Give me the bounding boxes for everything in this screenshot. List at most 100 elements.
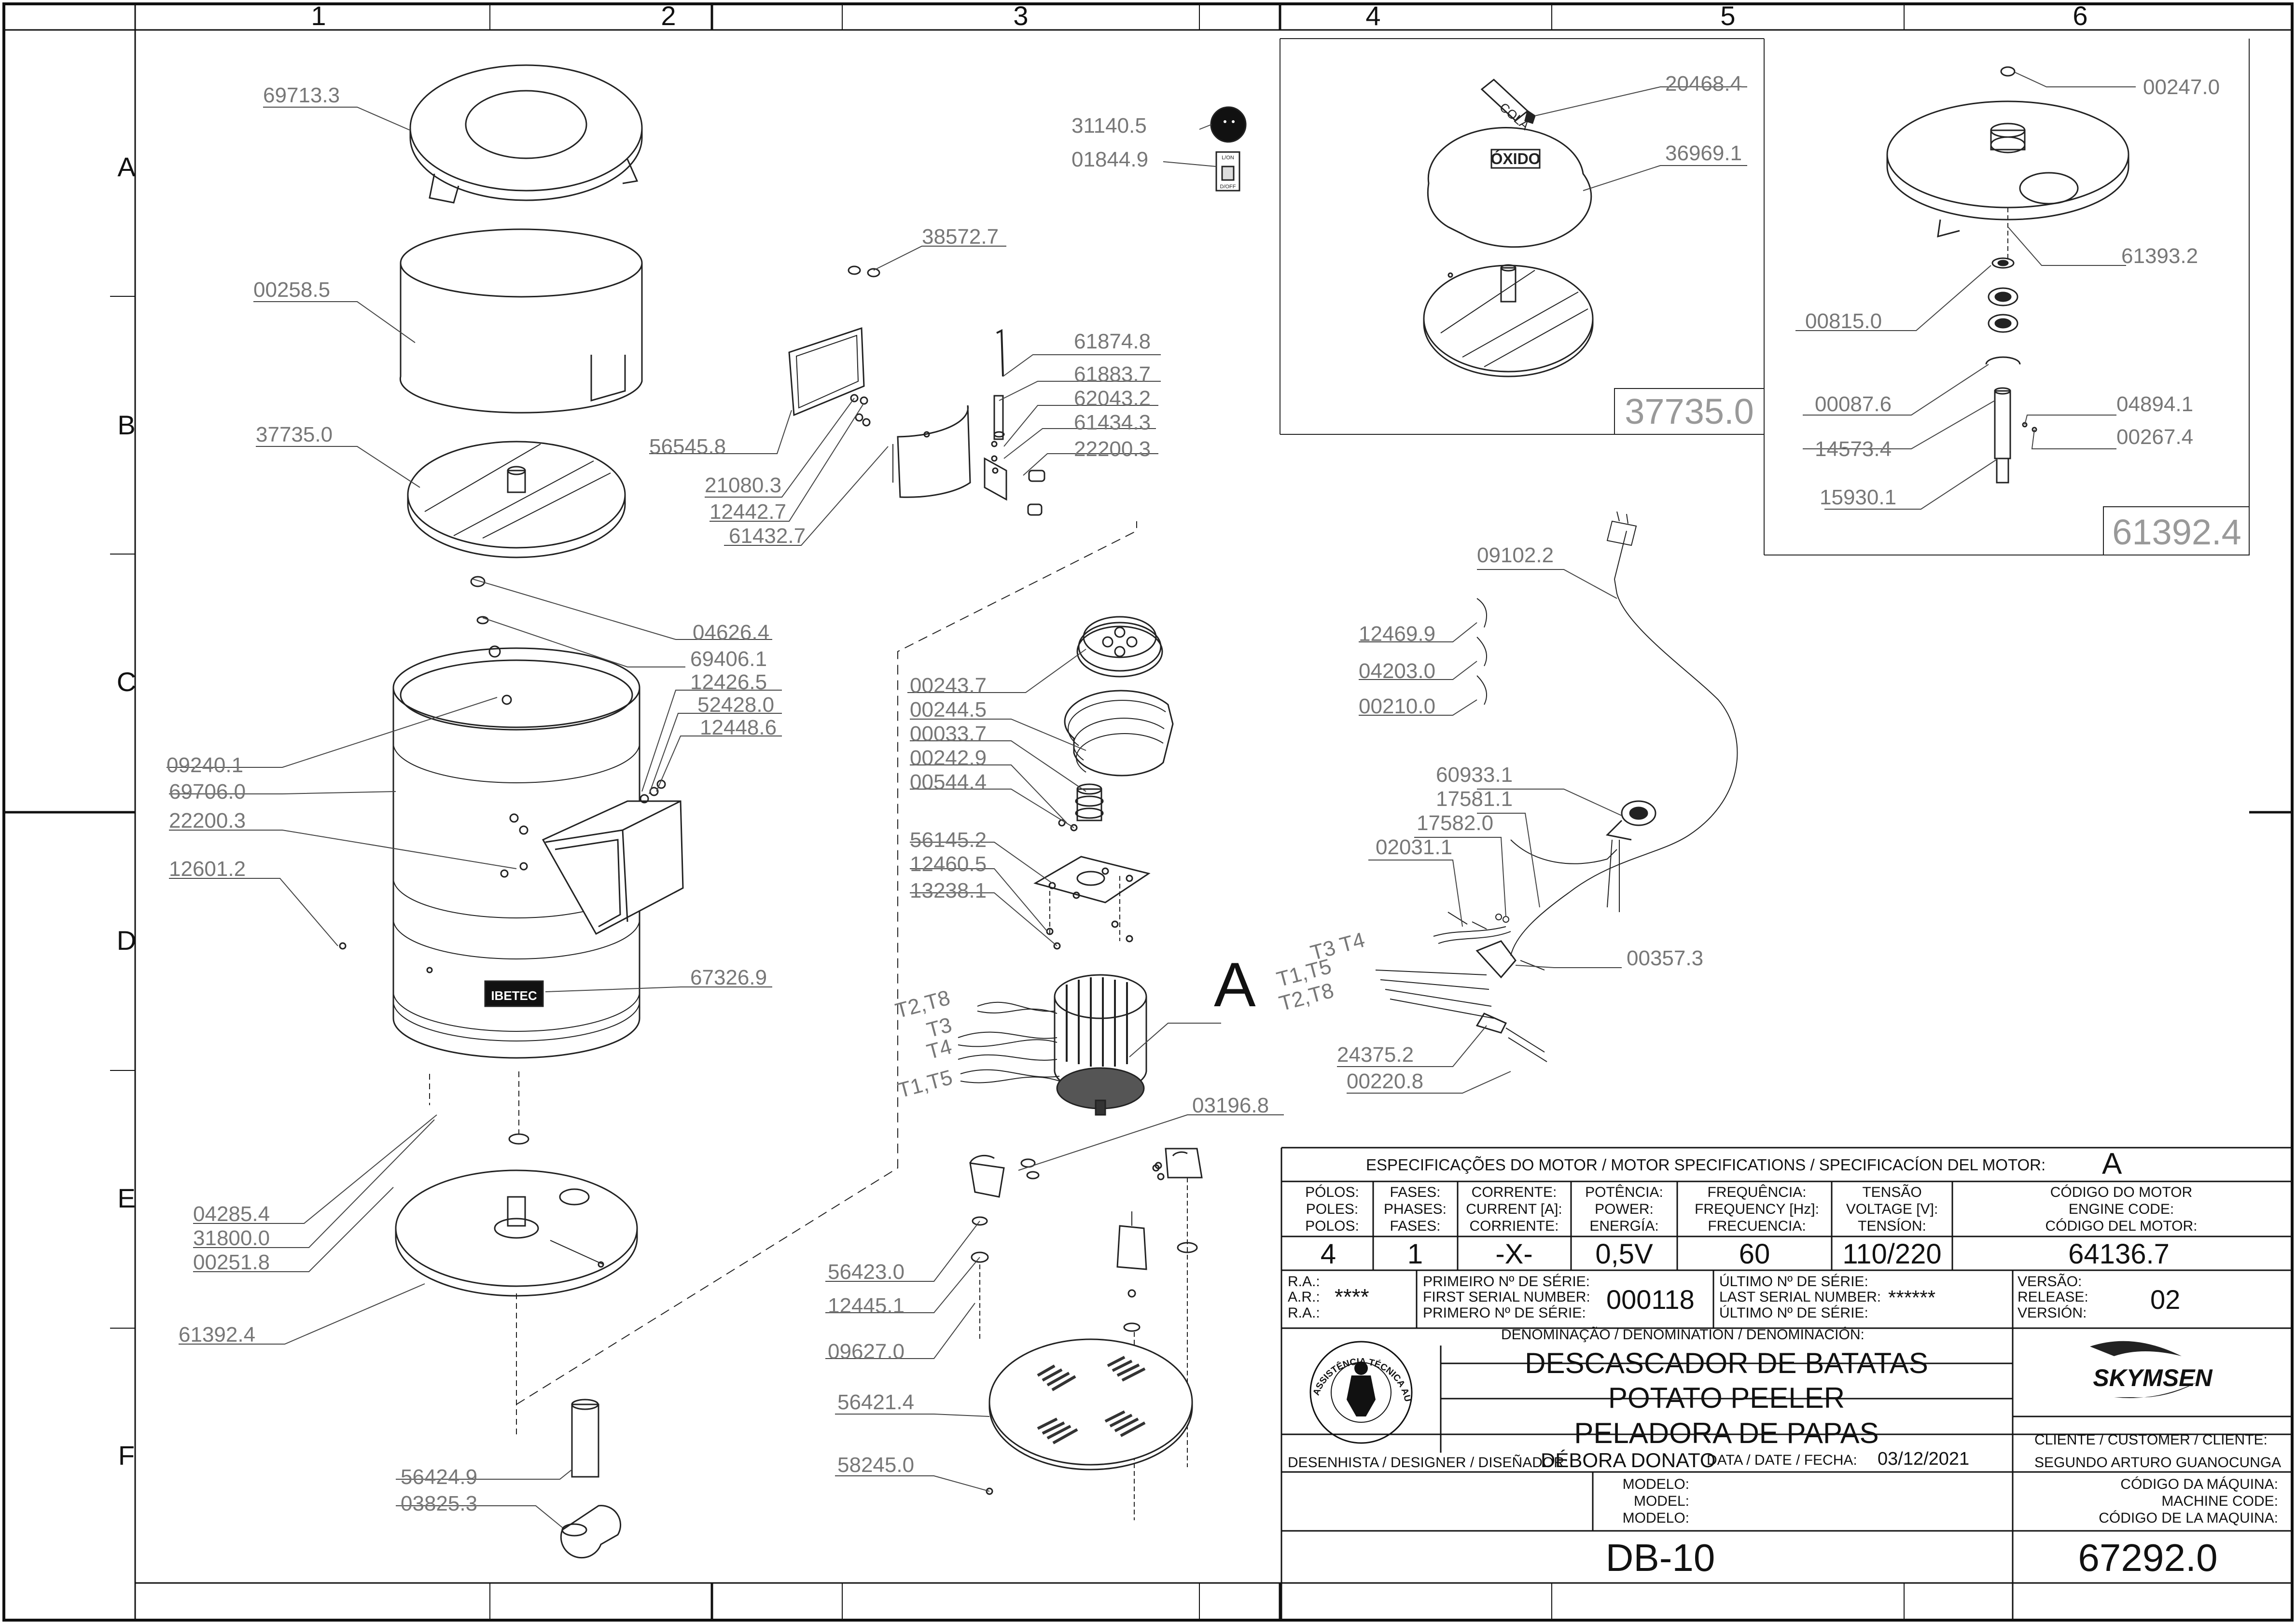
part-label: 03196.8 <box>1192 1094 1269 1117</box>
part-label: 00815.0 <box>1805 309 1882 333</box>
part-label: 69406.1 <box>690 647 767 671</box>
abrasive-plate-detail <box>1423 264 1594 377</box>
voltage-label-pt: TENSÃO <box>1862 1184 1921 1200</box>
part-label: 12445.1 <box>828 1294 904 1318</box>
skymsen-logo: SKYMSEN <box>2090 1341 2213 1398</box>
electric-motor <box>1054 974 1147 1116</box>
part-label: 09627.0 <box>828 1340 904 1363</box>
part-label: 21080.3 <box>705 473 781 497</box>
glue-tube: COLA <box>1480 79 1536 133</box>
machine-code-label-en: MACHINE CODE: <box>2161 1493 2278 1509</box>
part-label: 56421.4 <box>837 1390 914 1414</box>
motor-code-value: 64136.7 <box>2068 1238 2170 1270</box>
voltage-value: 110/220 <box>1842 1238 1941 1270</box>
shaft-parts <box>1985 257 2037 484</box>
part-label: 04203.0 <box>1359 659 1435 683</box>
part-label: 61432.7 <box>729 524 806 548</box>
part-label: 00247.0 <box>2143 75 2220 99</box>
oxido-label: ÓXIDO <box>1490 150 1540 167</box>
wiring-harness <box>1375 511 1738 1062</box>
part-label: 20468.4 <box>1665 72 1742 96</box>
motor-code-label-pt: CÓDIGO DO MOTOR <box>2050 1184 2192 1200</box>
detail-box-61392-label: 61392.4 <box>2112 512 2241 552</box>
on-off-switch <box>1215 151 1240 192</box>
part-label: 00544.4 <box>910 770 987 794</box>
grid-column-labels: 1 2 3 4 5 6 <box>311 0 2087 31</box>
last-serial-label-en: LAST SERIAL NUMBER: <box>1719 1289 1881 1305</box>
brand-name: SKYMSEN <box>2093 1364 2213 1391</box>
poles-label-pt: PÓLOS: <box>1305 1184 1359 1200</box>
grid-col-2: 2 <box>661 0 676 31</box>
phases-label-en: PHASES: <box>1384 1201 1447 1217</box>
part-label: 22200.3 <box>169 809 246 833</box>
part-label: 60933.1 <box>1436 763 1513 787</box>
part-label: 12426.5 <box>690 670 767 694</box>
detail-box-37735: 37735.0 COLA ÓXIDO <box>1280 38 1765 435</box>
part-label: 61883.7 <box>1074 362 1151 386</box>
machine-code-label-es: CÓDIGO DE LA MAQUINA: <box>2099 1510 2278 1526</box>
part-label: 00244.5 <box>910 698 987 722</box>
motor-code-label-es: CÓDIGO DEL MOTOR: <box>2045 1218 2197 1234</box>
part-labels: 69713.3 00258.5 37735.0 04626.4 69406.1 … <box>167 72 2220 1515</box>
part-label: 31140.5 <box>1071 114 1147 138</box>
part-label: 61392.4 <box>179 1323 255 1346</box>
current-label-pt: CORRENTE: <box>1472 1184 1557 1200</box>
first-serial-value: 000118 <box>1606 1284 1695 1315</box>
part-label: 61874.8 <box>1074 330 1151 353</box>
motor-section-letter: A <box>1214 949 1256 1020</box>
machine-code-label-pt: CÓDIGO DA MÁQUINA: <box>2120 1476 2278 1492</box>
version-label-pt: VERSÃO: <box>2018 1273 2082 1290</box>
version-value: 02 <box>2150 1284 2180 1315</box>
date-label: DATA / DATE / FECHA: <box>1707 1452 1857 1468</box>
first-serial-label-es: PRIMERO Nº DE SÉRIE: <box>1423 1305 1586 1321</box>
part-label: 61393.2 <box>2121 244 2198 268</box>
switch-on-label: L/ON <box>1222 155 1234 161</box>
grid-col-1: 1 <box>311 0 326 31</box>
ra-label-1: R.A.: <box>1288 1274 1320 1290</box>
grid-row-F: F <box>118 1440 135 1471</box>
version-label-es: VERSIÓN: <box>2018 1305 2087 1321</box>
part-label: 04285.4 <box>193 1202 270 1226</box>
part-label: 00357.3 <box>1627 946 1703 970</box>
current-label-en: CURRENT [A]: <box>1466 1201 1562 1217</box>
grid-row-D: D <box>117 925 136 956</box>
cable-gland <box>1605 800 1656 841</box>
part-label: 12469.9 <box>1359 622 1435 646</box>
grid-col-4: 4 <box>1365 0 1380 31</box>
part-label: 15930.1 <box>1820 486 1896 509</box>
model-label-pt: MODELO: <box>1623 1476 1689 1492</box>
freq-label-en: FREQUENCY [Hz]: <box>1695 1201 1819 1217</box>
part-label: 09240.1 <box>167 753 243 777</box>
phases-value: 1 <box>1407 1238 1423 1270</box>
top-lid <box>409 64 643 204</box>
motor-spec-letter: A <box>2102 1147 2122 1180</box>
detail-box-61392: 61392.4 <box>1764 39 2250 555</box>
anti-rust-plate: ÓXIDO <box>1427 127 1592 248</box>
machine-code-value: 67292.0 <box>2078 1536 2217 1579</box>
model-label-es: MODELO: <box>1623 1510 1689 1526</box>
ra-label-3: R.A.: <box>1288 1305 1320 1321</box>
part-label: 02031.1 <box>1376 835 1452 859</box>
part-label: 00210.0 <box>1359 694 1435 718</box>
grid-row-B: B <box>117 410 135 440</box>
part-label: 00033.7 <box>910 722 987 746</box>
part-label: 56145.2 <box>910 828 987 852</box>
last-serial-label-es: ÚLTIMO Nº DE SÉRIE: <box>1719 1305 1868 1321</box>
poles-label-es: POLOS: <box>1305 1218 1359 1234</box>
freq-label-es: FRECUENCIA: <box>1708 1218 1806 1234</box>
model-label-en: MODEL: <box>1634 1493 1689 1509</box>
part-label: 00267.4 <box>2116 425 2193 449</box>
part-label: 04626.4 <box>693 621 769 644</box>
poles-value: 4 <box>1321 1238 1336 1270</box>
switch-off-label: D/OFF <box>1220 184 1236 190</box>
part-label: 67326.9 <box>690 966 767 989</box>
part-label: 56423.0 <box>828 1260 904 1284</box>
ra-value: **** <box>1335 1284 1369 1309</box>
part-label: 56545.8 <box>649 435 726 458</box>
grid-col-6: 6 <box>2073 0 2087 31</box>
product-name-es: PELADORA DE PAPAS <box>1574 1417 1879 1449</box>
part-label: 00251.8 <box>193 1250 270 1274</box>
part-label: 13238.1 <box>910 879 987 902</box>
grid-row-A: A <box>117 152 136 182</box>
part-label: 56424.9 <box>401 1465 477 1489</box>
